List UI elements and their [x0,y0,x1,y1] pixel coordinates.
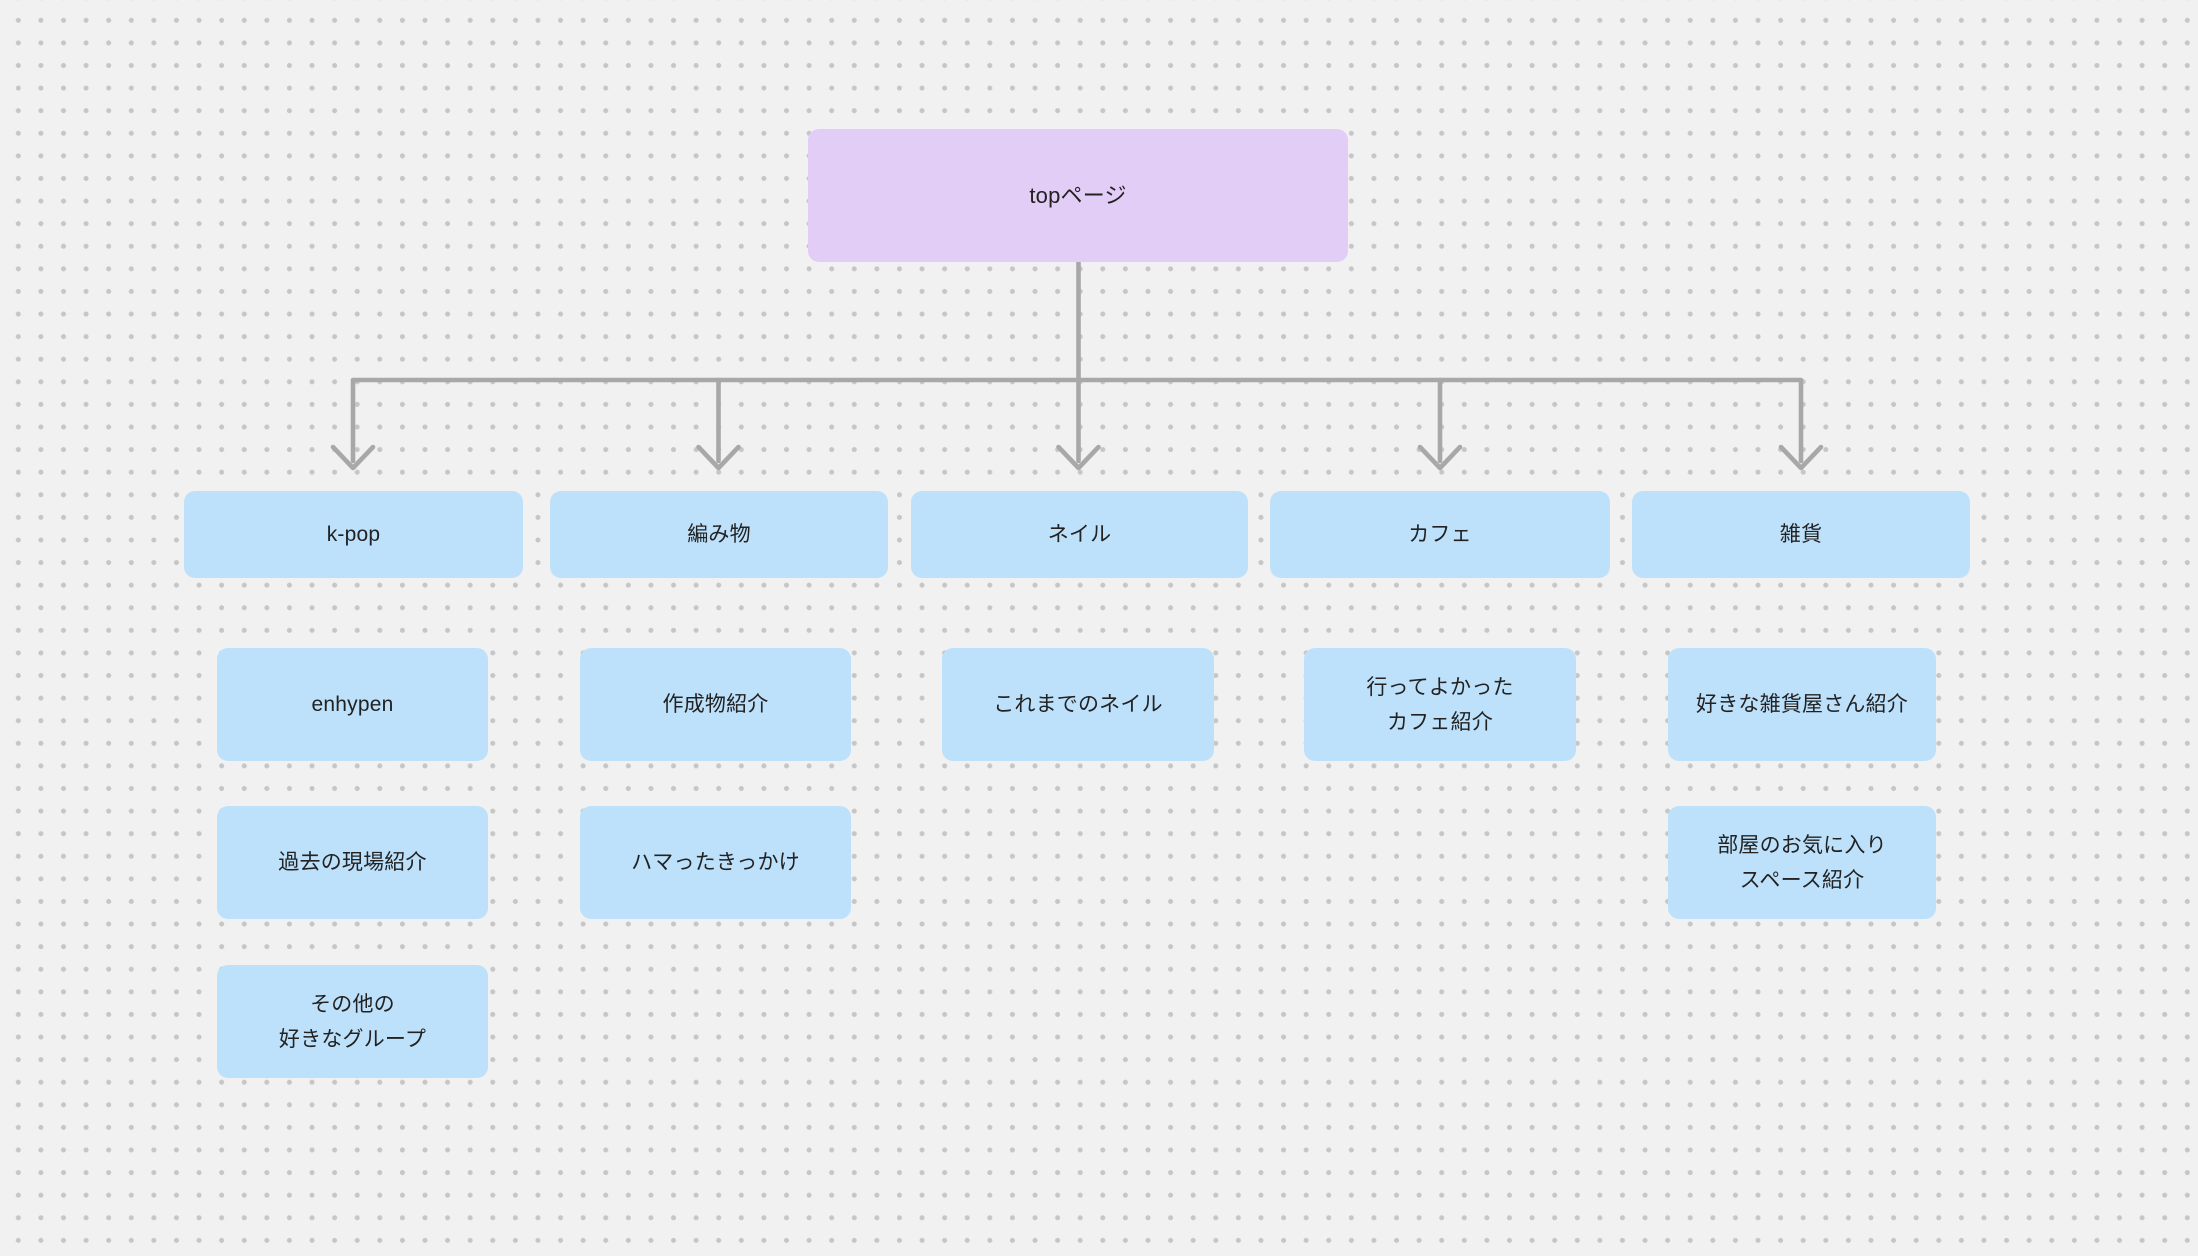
node-nails-so-far[interactable]: これまでのネイル [942,648,1214,761]
node-nail[interactable]: ネイル [911,491,1248,578]
node-past-events[interactable]: 過去の現場紹介 [217,806,488,919]
arrowhead-down-icon [1778,444,1824,471]
node-top-page[interactable]: topページ [808,129,1348,262]
arrowhead-down-icon [1417,444,1463,471]
node-cafe[interactable]: カフェ [1270,491,1610,578]
node-kpop[interactable]: k-pop [184,491,523,578]
node-room-space[interactable]: 部屋のお気に入り スペース紹介 [1668,806,1936,919]
node-hobby-origin[interactable]: ハマったきっかけ [580,806,851,919]
node-zakka-shops[interactable]: 好きな雑貨屋さん紹介 [1668,648,1936,761]
connector-arrowheads [330,444,1824,471]
arrowhead-down-icon [696,444,741,471]
node-enhypen[interactable]: enhypen [217,648,488,761]
arrowhead-down-icon [1056,444,1101,471]
node-crafts-intro[interactable]: 作成物紹介 [580,648,851,761]
arrowhead-down-icon [330,444,376,471]
node-other-groups[interactable]: その他の 好きなグループ [217,965,488,1078]
node-cafe-recommendations[interactable]: 行ってよかった カフェ紹介 [1304,648,1576,761]
node-zakka[interactable]: 雑貨 [1632,491,1970,578]
node-knitting[interactable]: 編み物 [550,491,888,578]
connector-lines [350,260,1804,464]
